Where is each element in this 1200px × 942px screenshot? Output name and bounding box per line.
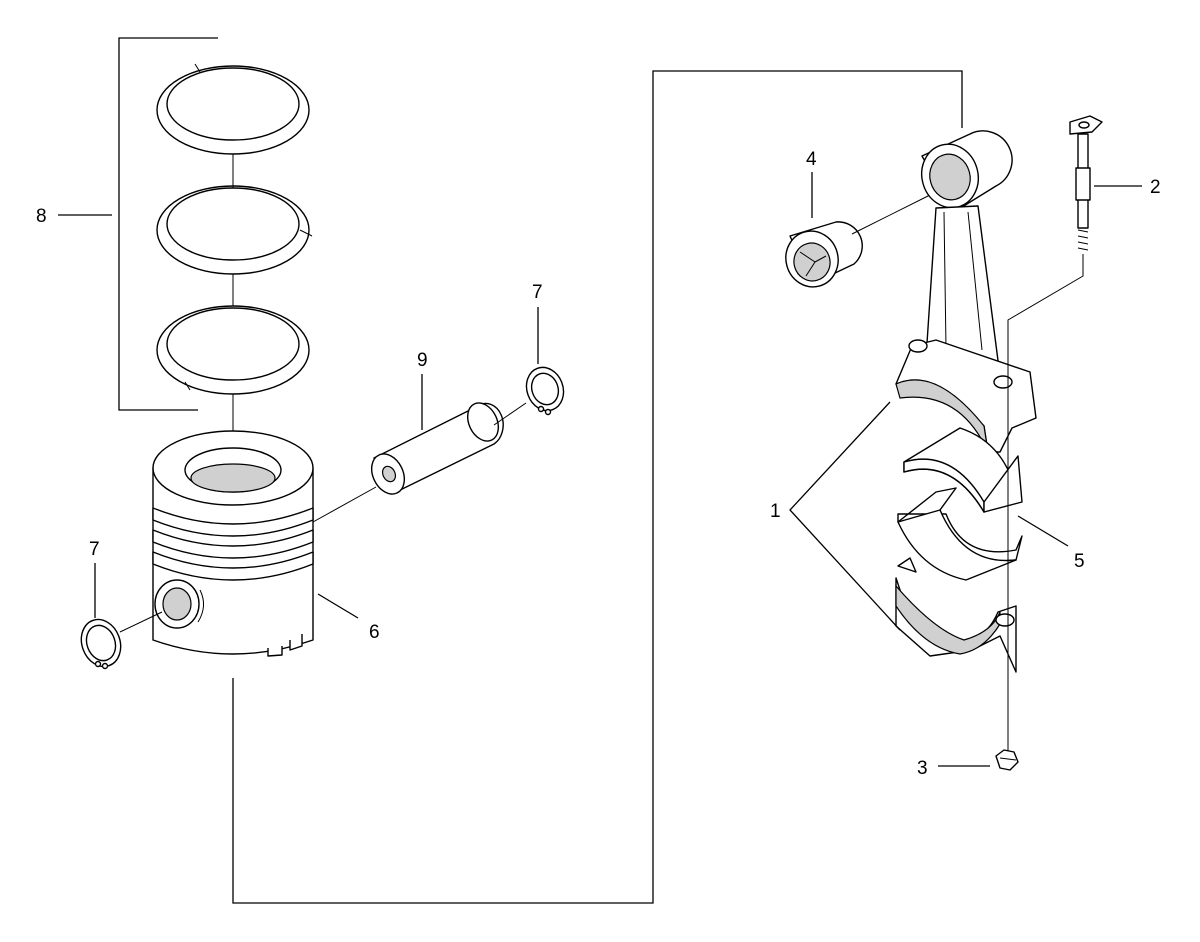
- snap-ring-left: [80, 618, 122, 670]
- callout-4: 4: [806, 149, 817, 170]
- callout-3: 3: [917, 758, 928, 779]
- piston: [152, 430, 314, 657]
- callout-1: 1: [770, 501, 781, 522]
- piston-ring-middle: [156, 185, 313, 275]
- leader-5: [1017, 515, 1069, 547]
- leader-1: [789, 401, 901, 631]
- rod-bolt: [1069, 115, 1103, 251]
- connecting-rod: [895, 130, 1037, 673]
- callout-5: 5: [1074, 551, 1085, 572]
- ring-set-bracket: [118, 37, 218, 411]
- snap-ring-right: [525, 366, 565, 416]
- leader-6: [317, 593, 359, 619]
- callout-2: 2: [1150, 177, 1161, 198]
- callout-7-left: 7: [89, 539, 100, 560]
- bearing-shell-lower: [897, 487, 1023, 581]
- piston-ring-bottom: [156, 305, 310, 395]
- pin-axis-line: [312, 486, 377, 523]
- bearing-shell-upper: [903, 427, 1023, 513]
- callout-8: 8: [36, 206, 47, 227]
- callout-6: 6: [369, 622, 380, 643]
- callout-7-right: 7: [532, 282, 543, 303]
- bolt-axis-line: [1007, 254, 1084, 760]
- callout-9: 9: [417, 350, 428, 371]
- small-end-bushing: [785, 221, 863, 288]
- rod-nut: [995, 749, 1019, 771]
- assembly-connector-line: [232, 70, 963, 904]
- piston-pin: [370, 402, 504, 495]
- piston-ring-top: [156, 63, 310, 155]
